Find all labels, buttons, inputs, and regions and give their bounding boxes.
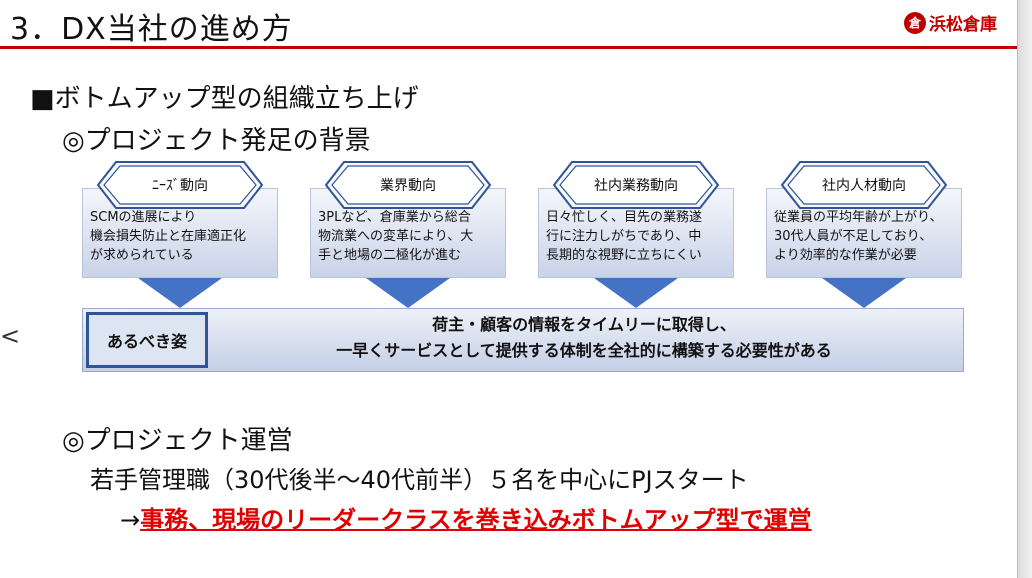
card-title: 社内業務動向 [594, 178, 678, 194]
ideal-line: 荷主・顧客の情報をタイムリーに取得し、 [432, 315, 736, 334]
card-internal-work-trend: 社内業務動向 日々忙しく、目先の業務遂 行に注力しがちであり、中 長期的な視野に… [538, 160, 734, 278]
down-arrow-icon [594, 278, 678, 308]
card-internal-hr-trend: 社内人材動向 従業員の平均年齢が上がり、 30代人員が不足しており、 より効率的… [766, 160, 962, 278]
card-title: 業界動向 [380, 178, 436, 194]
logo-text: 浜松倉庫 [929, 15, 997, 35]
ideal-state-box [82, 308, 964, 372]
card-description: 日々忙しく、目先の業務遂 行に注力しがちであり、中 長期的な視野に立ちにくい [546, 208, 732, 265]
card-description: 従業員の平均年齢が上がり、 30代人員が不足しており、 より効率的な作業が必要 [774, 208, 960, 265]
subheading-operation: ◎プロジェクト運営 [62, 426, 293, 456]
ideal-state-text: 荷主・顧客の情報をタイムリーに取得し、 一早くサービスとして提供する体制を全社的… [214, 312, 954, 368]
operation-description: 若手管理職（30代後半～40代前半）５名を中心にPJスタート [90, 466, 749, 494]
emphasis-text: 事務、現場のリーダークラスを巻き込みボトムアップ型で運営 [140, 506, 812, 534]
title-bar: 3．DX当社の進め方 [0, 0, 1032, 58]
card-needs-trend: ﾆｰｽﾞ動向 SCMの進展により 機会損失防止と在庫適正化 が求められている [82, 160, 278, 278]
card-line: 物流業への変革により、大 [318, 229, 474, 244]
card-header: ﾆｰｽﾞ動向 [96, 160, 264, 210]
card-industry-trend: 業界動向 3PLなど、倉庫業から総合 物流業への変革により、大 手と地場の二極化… [310, 160, 506, 278]
operation-conclusion: →事務、現場のリーダークラスを巻き込みボトムアップ型で運営 [120, 500, 812, 535]
down-arrow-icon [138, 278, 222, 308]
card-line: 従業員の平均年齢が上がり、 [774, 210, 943, 225]
card-line: SCMの進展により [90, 210, 197, 225]
card-line: が求められている [90, 248, 194, 263]
down-arrow-icon [822, 278, 906, 308]
card-line: 手と地場の二極化が進む [318, 248, 462, 263]
card-header: 社内人材動向 [780, 160, 948, 210]
ideal-state-label: あるべき姿 [86, 312, 208, 368]
card-header: 業界動向 [324, 160, 492, 210]
ideal-line: 一早くサービスとして提供する体制を全社的に構築する必要性がある [336, 341, 832, 360]
window-right-edge [1017, 0, 1032, 578]
logo-mark-icon: 倉 [904, 11, 926, 34]
down-arrow-icon [366, 278, 450, 308]
title-rule [0, 46, 1017, 49]
slide-title: 3．DX当社の進め方 [10, 12, 293, 47]
card-title: 社内人材動向 [822, 178, 906, 194]
card-line: より効率的な作業が必要 [774, 248, 917, 263]
subheading-background: ◎プロジェクト発足の背景 [62, 126, 371, 156]
card-description: 3PLなど、倉庫業から総合 物流業への変革により、大 手と地場の二極化が進む [318, 208, 504, 265]
card-line: 30代人員が不足しており、 [774, 229, 933, 244]
chevron-left-icon[interactable]: < [0, 322, 21, 350]
company-logo: 倉 浜松倉庫 [904, 10, 997, 35]
card-title: ﾆｰｽﾞ動向 [152, 178, 208, 194]
card-line: 機会損失防止と在庫適正化 [90, 229, 247, 244]
section-heading: ■ボトムアップ型の組織立ち上げ [30, 84, 419, 114]
card-line: 長期的な視野に立ちにくい [546, 248, 702, 263]
right-arrow-icon: → [120, 506, 141, 534]
card-line: 日々忙しく、目先の業務遂 [546, 210, 703, 225]
card-line: 行に注力しがちであり、中 [546, 229, 702, 244]
card-header: 社内業務動向 [552, 160, 720, 210]
card-description: SCMの進展により 機会損失防止と在庫適正化 が求められている [90, 208, 276, 265]
card-line: 3PLなど、倉庫業から総合 [318, 210, 471, 225]
